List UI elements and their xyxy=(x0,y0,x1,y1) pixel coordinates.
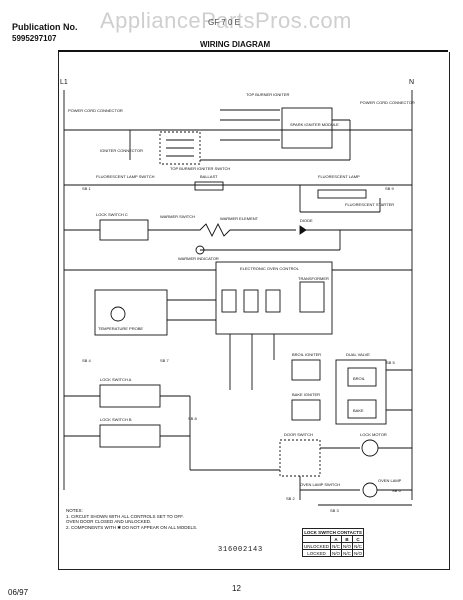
table-cell: N/C xyxy=(330,542,343,550)
dual-valve-box xyxy=(335,359,387,425)
table-header-cell: C xyxy=(352,535,365,543)
fluor-lamp-label: FLUORESCENT LAMP xyxy=(318,174,360,179)
table-cell: N/C xyxy=(352,542,365,550)
top-burner-switch-block xyxy=(159,131,201,165)
spark-module-box xyxy=(281,107,333,149)
oven-lamp-label: OVEN LAMP xyxy=(378,478,402,483)
top-burner-ignitor-label: TOP BURNER IGNITER xyxy=(246,92,290,97)
door-switch-label: DOOR SWITCH xyxy=(284,432,313,437)
sb3-label: SB 3 xyxy=(330,508,339,513)
door-switch-box xyxy=(279,439,321,477)
table-cell: N/O xyxy=(330,549,343,557)
fluor-starter-label: FLUORESCENT STARTER xyxy=(345,202,394,207)
notes-title: NOTES: xyxy=(66,508,83,513)
fluor-switch-label: FLUORESCENT LAMP SWITCH xyxy=(96,174,155,179)
bake-ignitor-label: BAKE IGNITER xyxy=(292,392,320,397)
ballast-box xyxy=(194,181,224,191)
power-cord-right-label: POWER CORD CONNECTOR xyxy=(360,100,415,105)
warmer-indicator-label: WARMER INDICATOR xyxy=(178,256,219,261)
table-cell: LOCKED xyxy=(301,549,332,557)
footer-date: 06/97 xyxy=(8,588,29,597)
lock-switch-a-box xyxy=(99,384,161,408)
ignitor-conn-label: IGNITER CONNECTOR xyxy=(100,148,143,153)
sb5-label: SB 5 xyxy=(386,360,395,365)
bake-ignitor-box xyxy=(291,399,321,421)
sb8-label: SB 8 xyxy=(188,416,197,421)
lock-motor-label: LOCK MOTOR xyxy=(360,432,387,437)
dual-valve-label: DUAL VALVE xyxy=(346,352,370,357)
notes-line-3: 2. COMPONENTS WITH ✱ DO NOT APPEAR ON AL… xyxy=(66,524,198,530)
sb1-label: SB 1 xyxy=(82,186,91,191)
lock-motor-circle xyxy=(361,439,379,457)
lock-switch-table-title: LOCK SWITCH CONTACTS xyxy=(301,528,365,536)
diagram-title: WIRING DIAGRAM xyxy=(200,40,271,49)
warmer-switch-label: WARMER SWITCH xyxy=(160,214,195,219)
notes-line-2: OVEN DOOR CLOSED AND UNLOCKED. xyxy=(66,519,152,524)
table-row: UNLOCKED N/C N/O N/C xyxy=(301,542,365,550)
warmer-indicator-circle xyxy=(195,245,205,255)
lock-switch-b-label: LOCK SWITCH B xyxy=(100,417,132,422)
title-rule xyxy=(58,50,448,52)
sb2-label: SB 2 xyxy=(286,496,295,501)
table-cell: N/O xyxy=(341,542,354,550)
table-header-cell: B xyxy=(341,535,354,543)
broil-ignitor-label: BROIL IGNITER xyxy=(292,352,321,357)
table-header-cell xyxy=(301,535,332,543)
temp-probe-label: TEMPERATURE PROBE xyxy=(98,326,143,331)
transformer-label: TRANSFORMER xyxy=(298,276,329,281)
document-number: 316002143 xyxy=(218,546,264,554)
table-header-cell: A xyxy=(330,535,343,543)
transformer-box xyxy=(299,281,325,313)
sb4-label: SB 4 xyxy=(82,358,91,363)
temp-probe-box xyxy=(94,289,168,336)
oven-lamp-switch-label: OVEN LAMP SWITCH xyxy=(300,482,340,487)
footer-page-number: 12 xyxy=(232,584,241,593)
electronic-control-label: ELECTRONIC OVEN CONTROL xyxy=(240,266,300,271)
notes-block: NOTES: 1. CIRCUIT SHOWN WITH ALL CONTROL… xyxy=(66,508,206,530)
notes-line-1: 1. CIRCUIT SHOWN WITH ALL CONTROLS SET T… xyxy=(66,513,184,519)
table-cell: UNLOCKED xyxy=(301,542,332,550)
ballast-label: BALLAST xyxy=(200,174,218,179)
diode-label: DIODE xyxy=(300,218,313,223)
fluorescent-lamp-box xyxy=(317,189,367,199)
lock-switch-table: LOCK SWITCH CONTACTS A B C UNLOCKED N/C … xyxy=(301,528,365,557)
model-number: GF 7 0 E xyxy=(208,18,241,27)
table-cell: N/O xyxy=(352,549,365,557)
diagram-frame xyxy=(58,52,450,570)
spark-module-label: SPARK IGNITER MODULE xyxy=(290,122,339,127)
lock-switch-b-box xyxy=(99,424,161,448)
publication-number: 5995297107 xyxy=(12,34,57,43)
broil-ignitor-box xyxy=(291,359,321,381)
bake-label: BAKE xyxy=(353,408,364,413)
watermark-text: AppliancePartsPros.com xyxy=(100,8,352,33)
l1-label: L1 xyxy=(60,79,68,86)
oven-lamp-circle xyxy=(362,482,378,498)
lock-switch-c-box xyxy=(99,219,149,241)
sb9-label: SB 9 xyxy=(385,186,394,191)
table-row: LOCKED N/O N/C N/O xyxy=(301,549,365,557)
warmer-element-label: WARMER ELEMENT xyxy=(220,216,259,221)
power-cord-left-label: POWER CORD CONNECTOR xyxy=(68,108,123,113)
table-cell: N/C xyxy=(341,549,354,557)
top-burner-switch-label: TOP BURNER IGNITER SWITCH xyxy=(170,166,230,171)
broil-label: BROIL xyxy=(353,376,366,381)
sb7-label: SB 7 xyxy=(160,358,169,363)
lock-switch-c-label: LOCK SWITCH C xyxy=(96,212,128,217)
publication-label: Publication No. xyxy=(12,22,78,32)
neutral-label: N xyxy=(409,79,414,86)
lock-switch-a-label: LOCK SWITCH A xyxy=(100,377,132,382)
sb6-label: SB 6 xyxy=(392,488,401,493)
temp-probe-circle xyxy=(110,306,126,322)
electronic-control-box xyxy=(215,261,333,335)
